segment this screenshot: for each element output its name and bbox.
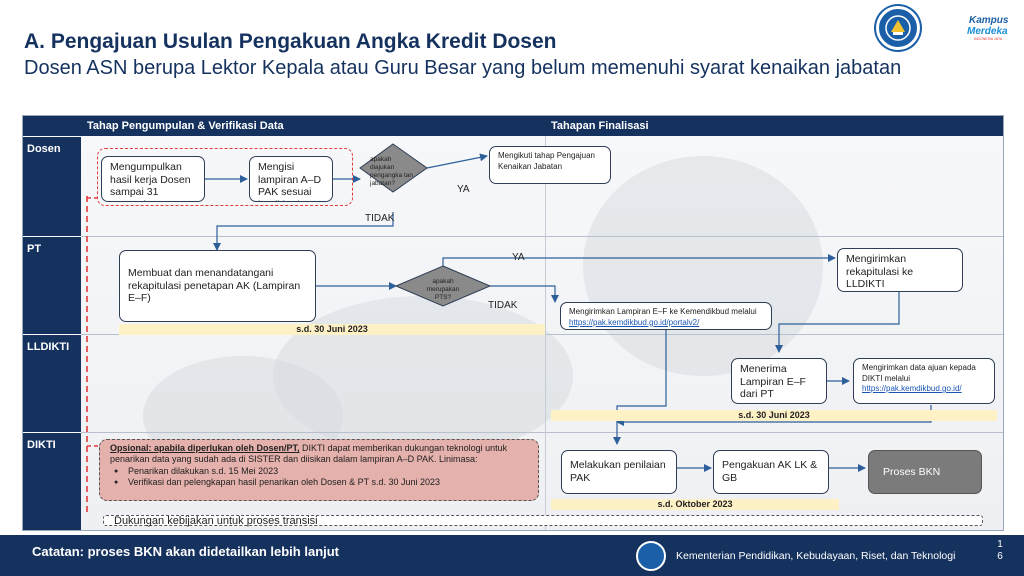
footer-note: Catatan: proses BKN akan didetailkan leb… xyxy=(32,544,340,559)
step-collect-work: Mengumpulkan hasil kerja Dosen sampai 31… xyxy=(101,156,205,202)
background-shape xyxy=(583,156,823,376)
arrow-recap-to-lldikti xyxy=(775,292,900,353)
optional-support-note: Opsional: apabila diperlukan oleh Dosen/… xyxy=(99,439,539,501)
column-divider xyxy=(545,136,546,530)
arrow-no-to-pt xyxy=(213,212,394,251)
deadline-lldikti: s.d. 30 Juni 2023 xyxy=(551,410,997,421)
timeline-item: Penarikan dilakukan s.d. 15 Mei 2023 xyxy=(110,466,528,477)
deadline-pt: s.d. 30 Juni 2023 xyxy=(119,324,545,335)
lane-label-dikti: DIKTI xyxy=(23,432,81,530)
kampus-merdeka-logo-icon: Kampus Merdeka INDONESIA JAYA xyxy=(966,12,1016,42)
lane-label-lldikti: LLDIKTI xyxy=(23,334,81,432)
step-follow-promotion: Mengikuti tahap Pengajuan Kenaikan Jabat… xyxy=(489,146,611,184)
footer-emblem-icon xyxy=(636,541,666,571)
optional-heading: Opsional: apabila diperlukan oleh Dosen/… xyxy=(110,443,300,453)
step-send-attachment: Mengirimkan Lampiran E–F ke Kemendikbud … xyxy=(560,302,772,330)
decision-promotion-label: apakah diajukan pengangka tan jabatan? xyxy=(370,156,414,187)
decision-promotion-shape xyxy=(359,143,428,193)
brand-bottom-text: Merdeka xyxy=(967,26,1008,37)
flow-label-yes: YA xyxy=(457,184,470,195)
step-bkn-process: Proses BKN xyxy=(868,450,982,494)
step-recognition: Pengakuan AK LK & GB xyxy=(713,450,829,494)
page-subtitle: Dosen ASN berupa Lektor Kepala atau Guru… xyxy=(24,57,902,79)
step-send-data: Mengirimkan data ajuan kepada DIKTI mela… xyxy=(853,358,995,404)
lane-divider xyxy=(81,236,1003,237)
step-fill-attachment: Mengisi lampiran A–D PAK sesuai hasil ke… xyxy=(249,156,333,202)
deadline-dikti: s.d. Oktober 2023 xyxy=(551,499,839,510)
optional-text: DIKTI dapat memberikan dukungan teknolog… xyxy=(110,443,508,464)
ministry-name: Kementerian Pendidikan, Kebudayaan, Rise… xyxy=(676,550,956,562)
flow-arrows xyxy=(86,143,932,516)
ministry-emblem-icon xyxy=(876,6,920,50)
pak-link[interactable]: https://pak.kemdikbud.go.id/ xyxy=(862,384,962,393)
step-assess-pak: Melakukan penilaian PAK xyxy=(561,450,677,494)
column-header-collection: Tahap Pengumpulan & Verifikasi Data xyxy=(81,116,545,136)
decision-pts-shape xyxy=(394,265,492,307)
page-title: A. Pengajuan Usulan Pengakuan Angka Kred… xyxy=(24,30,557,53)
decision-pts-label: apakah merupakan PTS? xyxy=(426,278,460,301)
step-receive-attachment: Menerima Lampiran E–F dari PT xyxy=(731,358,827,404)
brand-top-text: Kampus xyxy=(969,15,1009,26)
brand-small-text: INDONESIA JAYA xyxy=(974,37,1003,41)
transition-support-bar: Dukungan kebijakan untuk proses transisi xyxy=(103,515,983,527)
page-number-digit: 6 xyxy=(997,551,1003,562)
arrow-attachment-to-assess xyxy=(613,330,667,445)
step-send-recap: Mengirimkan rekapitulasi ke LLDIKTI xyxy=(837,248,963,292)
timeline-item: Verifikasi dan pelengkapan hasil penarik… xyxy=(110,477,528,488)
send-attachment-text: Mengirimkan Lampiran E–F ke Kemendikbud … xyxy=(569,307,757,316)
lane-label-pt: PT xyxy=(23,236,81,334)
dosen-steps-highlight xyxy=(97,148,353,206)
footer-bar: Catatan: proses BKN akan didetailkan leb… xyxy=(0,535,1024,576)
arrow-yes-to-follow xyxy=(426,153,488,169)
optional-timeline: Penarikan dilakukan s.d. 15 Mei 2023 Ver… xyxy=(110,466,528,488)
arrow-yes-to-send-recap xyxy=(442,254,836,266)
arrow-no-to-send-attachment xyxy=(490,285,559,303)
page-number: 1 6 xyxy=(994,539,1006,563)
lane-divider xyxy=(81,432,1003,433)
flow-label-yes: YA xyxy=(512,252,525,263)
header-corner xyxy=(23,116,81,136)
send-data-text: Mengirimkan data ajuan kepada DIKTI mela… xyxy=(862,363,976,383)
flow-label-no: TIDAK xyxy=(365,213,395,224)
background-shape xyxy=(273,296,573,456)
process-diagram: Tahap Pengumpulan & Verifikasi Data Taha… xyxy=(22,115,1004,531)
lane-label-dosen: Dosen xyxy=(23,136,81,236)
step-make-recap: Membuat dan menandatangani rekapitulasi … xyxy=(119,250,316,322)
page-number-digit: 1 xyxy=(997,539,1003,550)
flow-label-no: TIDAK xyxy=(488,300,518,311)
column-header-finalization: Tahapan Finalisasi xyxy=(545,116,1003,136)
portal-link[interactable]: https://pak.kemdikbud.go.id/portalv2/ xyxy=(569,317,700,327)
